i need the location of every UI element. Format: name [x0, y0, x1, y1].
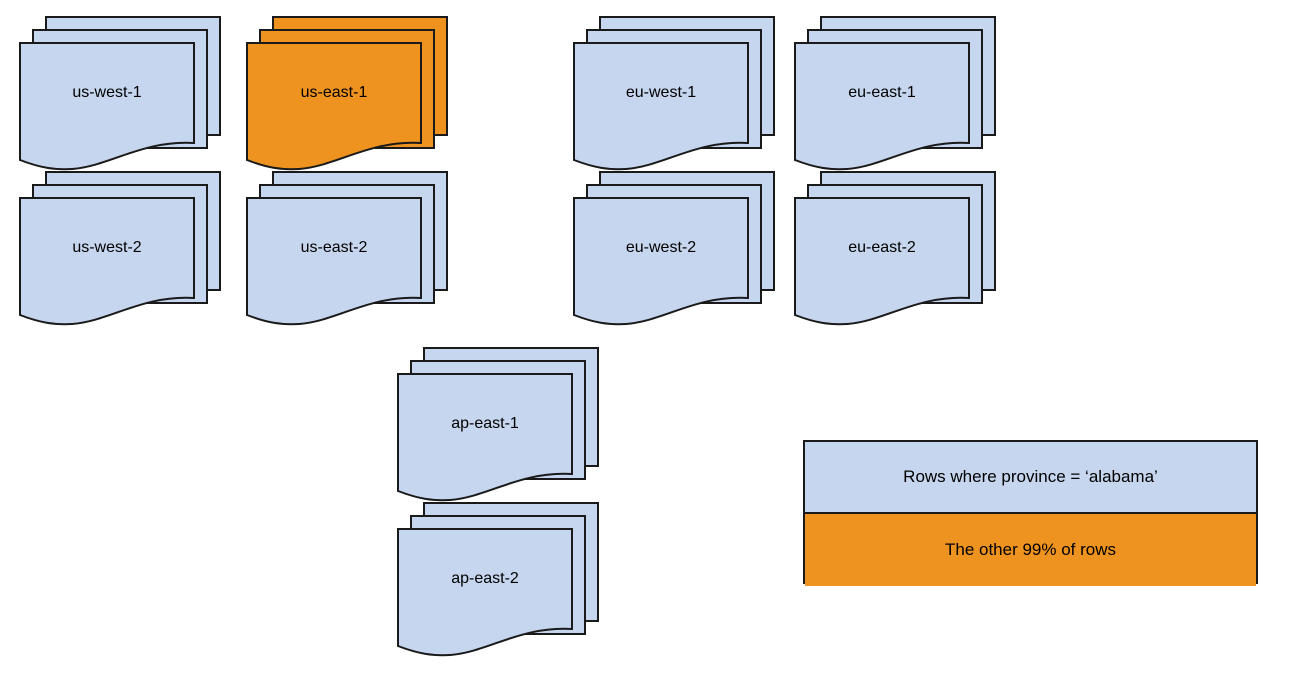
document-sheet-front: [246, 42, 422, 171]
document-stack-ap-east-1[interactable]: ap-east-1: [397, 347, 618, 508]
document-stack-shape: [246, 16, 448, 171]
document-sheet-front: [397, 528, 573, 657]
document-sheet-front: [19, 197, 195, 326]
document-stack-eu-west-2[interactable]: eu-west-2: [573, 171, 794, 332]
document-sheet-front: [794, 197, 970, 326]
document-stack-us-west-1[interactable]: us-west-1: [19, 16, 240, 177]
document-stack-shape: [397, 347, 599, 502]
document-sheet-front: [573, 197, 749, 326]
legend-label-orange: The other 99% of rows: [944, 540, 1117, 559]
document-sheet-front: [19, 42, 195, 171]
document-sheet-front: [397, 373, 573, 502]
document-stack-us-east-1[interactable]: us-east-1: [246, 16, 467, 177]
document-stack-shape: [794, 171, 996, 326]
document-stack-shape: [794, 16, 996, 171]
document-stack-shape: [19, 16, 221, 171]
legend-row-orange: The other 99% of rows: [805, 514, 1256, 586]
legend-row-blue: Rows where province = ‘alabama’: [805, 442, 1256, 514]
document-stack-shape: [397, 502, 599, 657]
document-sheet-front: [246, 197, 422, 326]
document-stack-shape: [246, 171, 448, 326]
document-stack-ap-east-2[interactable]: ap-east-2: [397, 502, 618, 663]
document-stack-shape: [573, 16, 775, 171]
document-stack-eu-east-2[interactable]: eu-east-2: [794, 171, 1015, 332]
document-sheet-front: [794, 42, 970, 171]
document-stack-eu-west-1[interactable]: eu-west-1: [573, 16, 794, 177]
document-stack-shape: [19, 171, 221, 326]
legend-label-blue: Rows where province = ‘alabama’: [903, 467, 1158, 486]
document-stack-eu-east-1[interactable]: eu-east-1: [794, 16, 1015, 177]
legend: Rows where province = ‘alabama’ The othe…: [803, 440, 1258, 586]
document-stack-us-east-2[interactable]: us-east-2: [246, 171, 467, 332]
document-sheet-front: [573, 42, 749, 171]
document-stack-shape: [573, 171, 775, 326]
document-stack-us-west-2[interactable]: us-west-2: [19, 171, 240, 332]
